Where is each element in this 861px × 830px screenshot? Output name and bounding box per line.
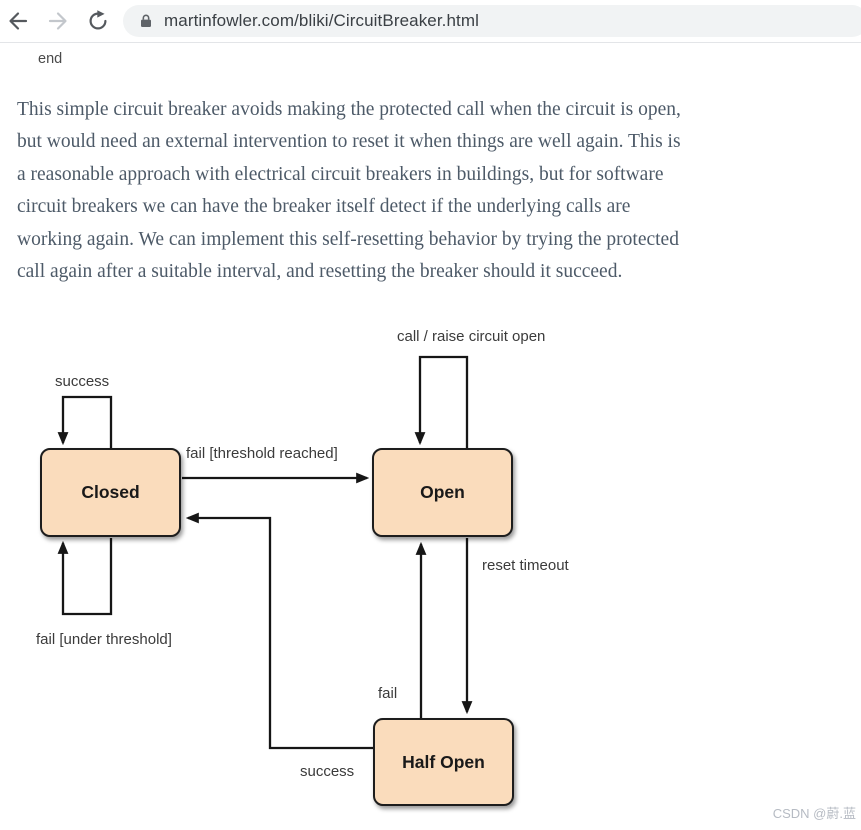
label-reset-timeout: reset timeout	[482, 557, 569, 574]
forward-button[interactable]	[46, 9, 70, 33]
state-half-open: Half Open	[373, 718, 514, 806]
diagram-edges	[57, 355, 473, 750]
end-text: end	[38, 51, 63, 67]
paragraph-line: This simple circuit breaker avoids makin…	[17, 99, 681, 120]
circuit-breaker-state-diagram: Closed Open Half Open success fail [thre…	[0, 310, 861, 830]
label-call-raise-circuit-open: call / raise circuit open	[397, 328, 546, 345]
forward-arrow-icon	[48, 12, 67, 30]
refresh-icon	[89, 10, 107, 30]
address-bar[interactable]: martinfowler.com/bliki/CircuitBreaker.ht…	[123, 5, 861, 37]
back-button[interactable]	[6, 9, 30, 33]
edge-halfopen-to-closed	[185, 512, 373, 750]
paragraph-line: a reasonable approach with electrical ci…	[17, 163, 664, 185]
paragraph-line: call again after a suitable interval, an…	[17, 261, 623, 283]
article-paragraph: This simple circuit breaker avoids makin…	[17, 94, 857, 288]
paragraph-line: but would need an external intervention …	[17, 131, 681, 153]
edge-closed-success-loop	[57, 395, 113, 448]
edge-closed-fail-loop	[57, 538, 113, 616]
label-success-bottom: success	[300, 763, 355, 780]
state-closed: Closed	[40, 448, 181, 537]
refresh-button[interactable]	[86, 9, 110, 33]
browser-toolbar: martinfowler.com/bliki/CircuitBreaker.ht…	[0, 0, 861, 43]
url-text: martinfowler.com/bliki/CircuitBreaker.ht…	[164, 11, 480, 30]
lock-icon	[141, 14, 151, 27]
label-fail-under-threshold: fail [under threshold]	[36, 631, 172, 648]
csdn-watermark: CSDN @蔚.蓝	[772, 806, 856, 821]
edge-open-call-loop	[414, 355, 469, 448]
back-arrow-icon	[9, 12, 28, 30]
label-fail: fail	[378, 685, 398, 702]
state-open: Open	[372, 448, 513, 537]
paragraph-line: circuit breakers we can have the breaker…	[17, 196, 631, 218]
label-success-top: success	[55, 373, 110, 390]
label-fail-threshold-reached: fail [threshold reached]	[186, 445, 338, 462]
paragraph-line: working again. We can implement this sel…	[17, 228, 679, 250]
